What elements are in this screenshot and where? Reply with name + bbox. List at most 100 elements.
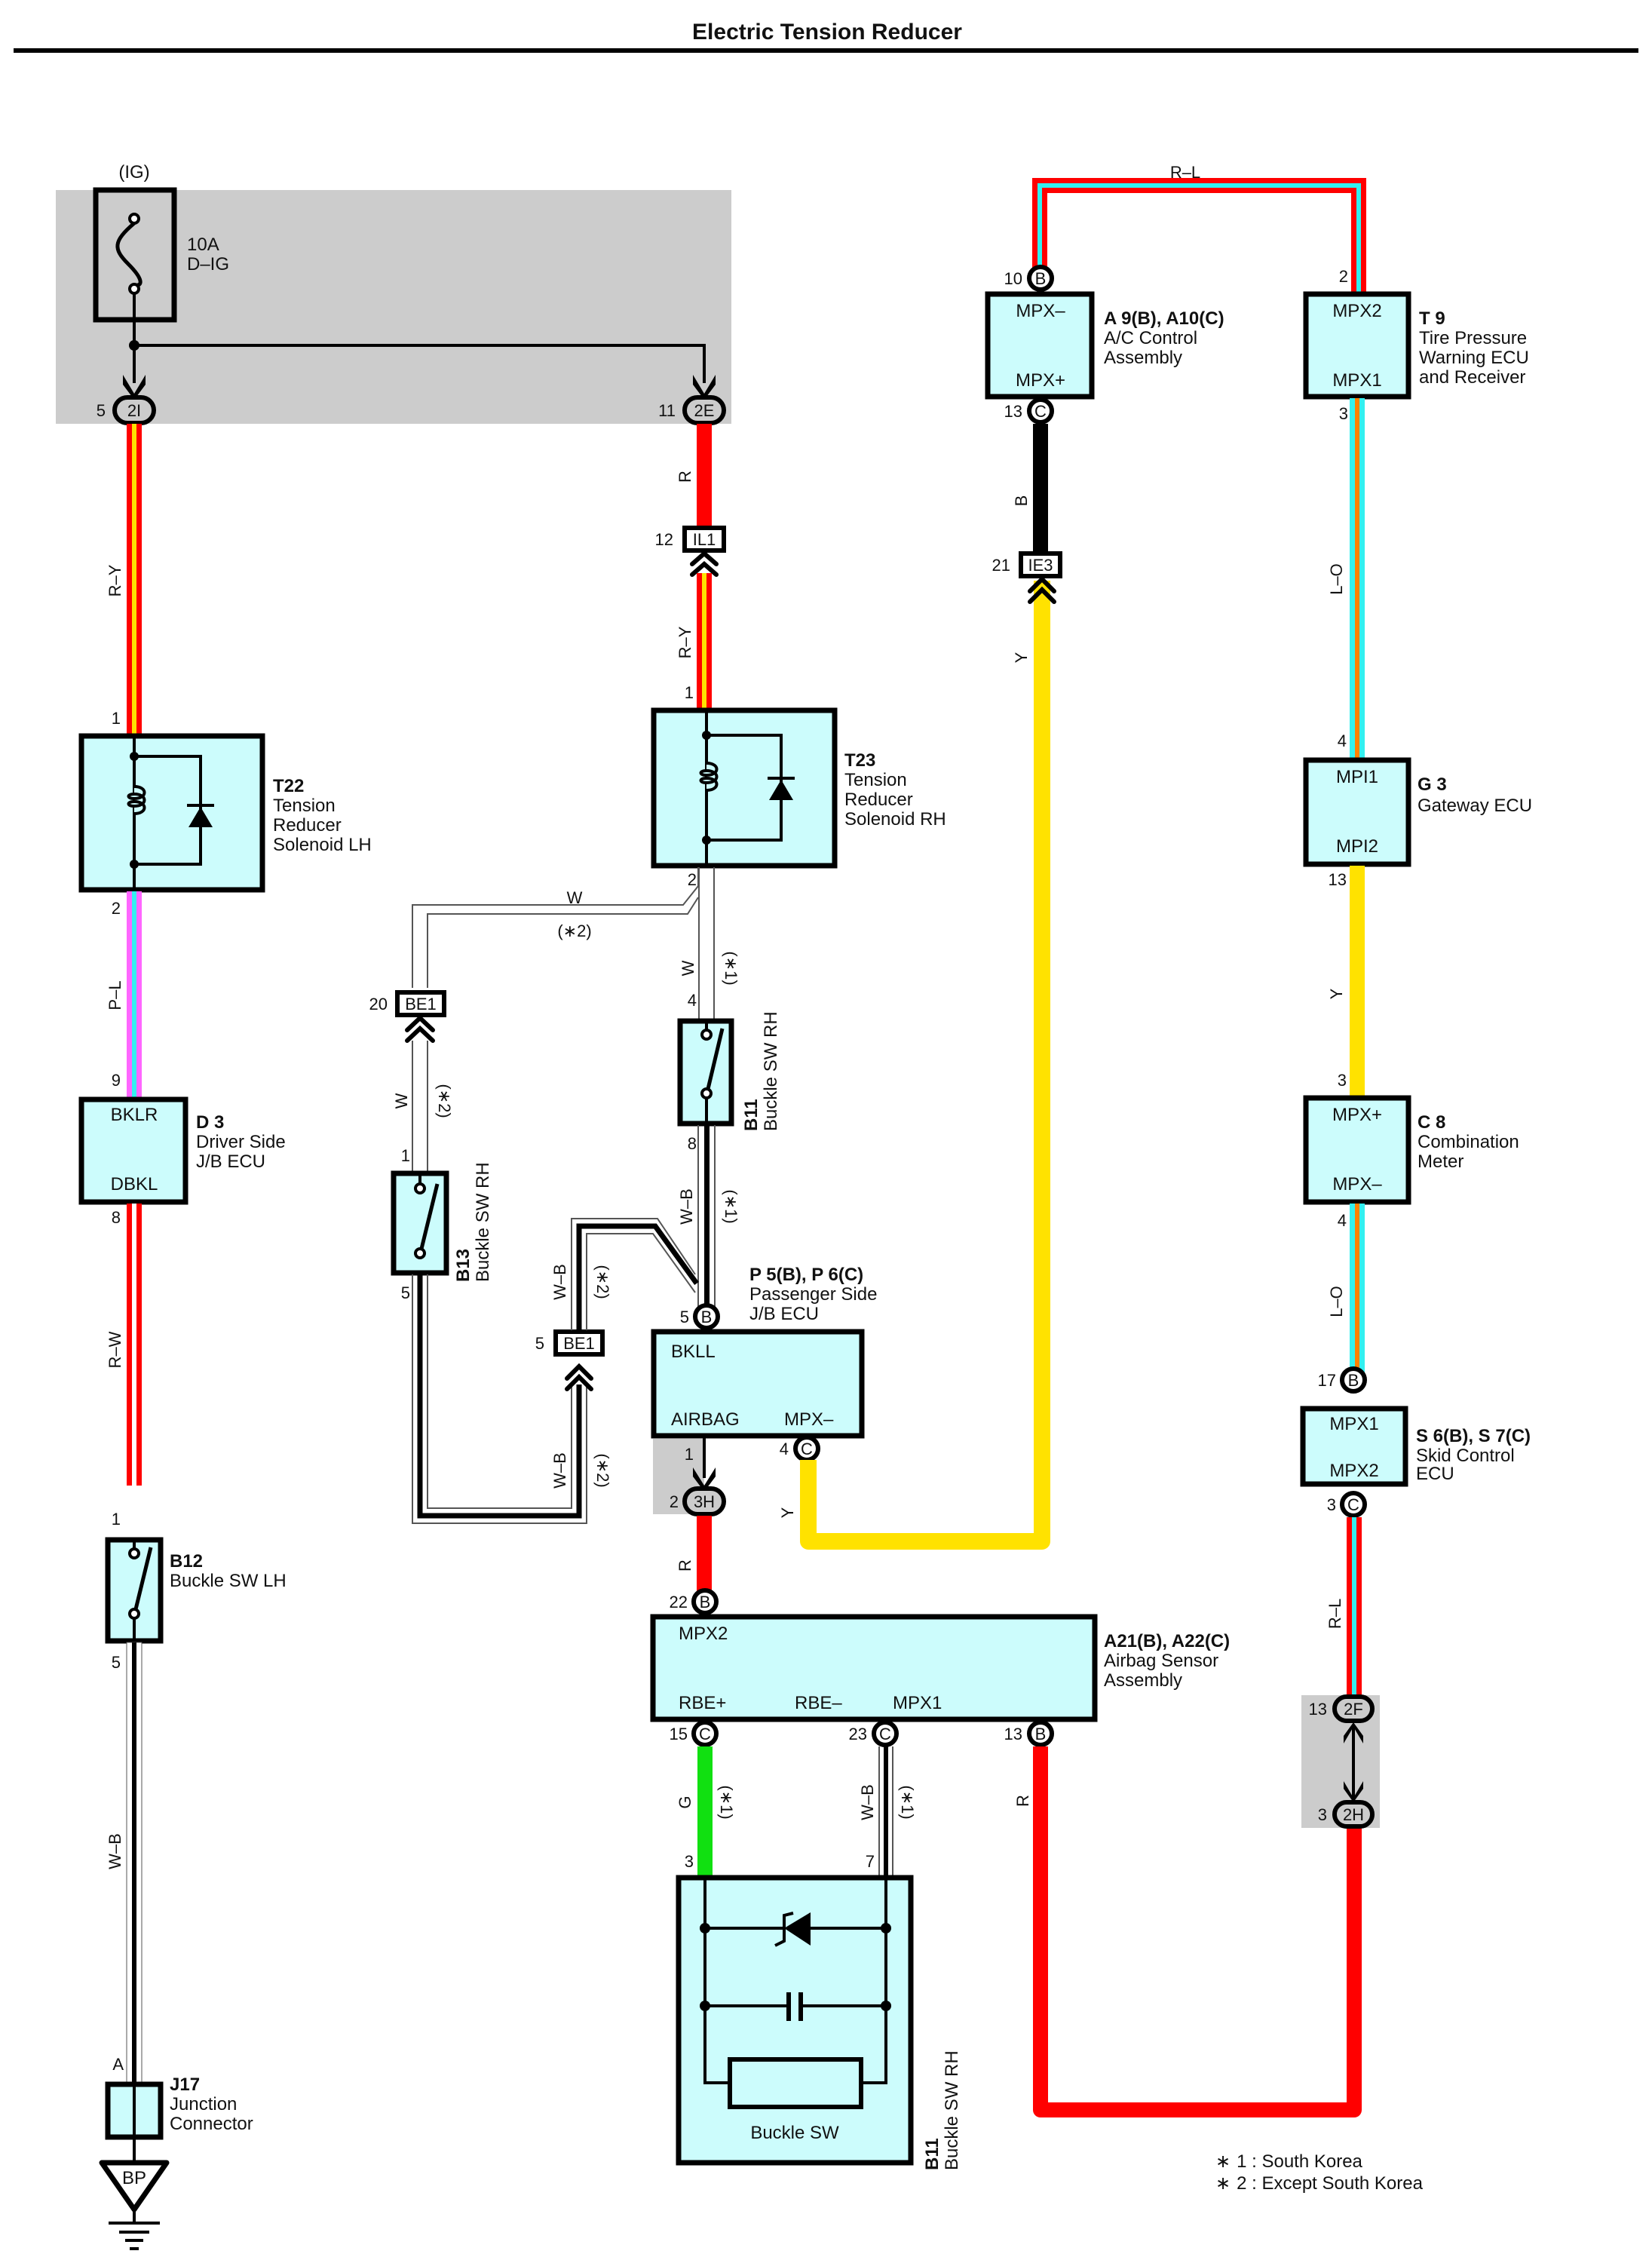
component-T9-tire-pressure-ecu[interactable]: MPX2 MPX1 [1303, 291, 1411, 400]
wire-note: (∗2) [593, 1265, 612, 1299]
connector-P5-pin-B[interactable]: B [693, 1303, 720, 1330]
connector-P6-pin-C[interactable]: C [793, 1435, 820, 1462]
svg-text:MPX–: MPX– [784, 1409, 834, 1430]
connector-3H[interactable]: 3H [682, 1486, 726, 1516]
connector-A22-pin-15[interactable]: C [691, 1720, 719, 1747]
component-name-line: Solenoid LH [273, 835, 372, 855]
component-name-line: Tension [273, 796, 336, 816]
wire-color-label: P–L [106, 980, 124, 1010]
pin-number: 23 [849, 1725, 867, 1743]
component-name-line: Reducer [844, 790, 913, 810]
svg-text:C: C [1347, 1495, 1359, 1514]
connector-A21-pin-B[interactable]: B [691, 1588, 719, 1615]
component-T22-solenoid[interactable] [78, 733, 265, 893]
wire-w-b-mid [697, 1125, 716, 1308]
pin-number: 1 [112, 1510, 121, 1529]
pin-number: 1 [401, 1146, 410, 1165]
component-B11-switch[interactable] [677, 1018, 734, 1127]
connector-A9-pin-B[interactable]: B [1027, 265, 1054, 292]
pin-number: 2 [1339, 267, 1348, 286]
connector-BE1-bottom[interactable]: BE1 [553, 1329, 605, 1357]
connector-2E[interactable]: 2E [682, 395, 726, 425]
connector-2H[interactable]: 2H [1332, 1800, 1375, 1829]
svg-text:MPI2: MPI2 [1336, 836, 1378, 857]
component-B13-switch[interactable] [391, 1170, 449, 1276]
svg-text:2I: 2I [127, 401, 141, 420]
pin-number: 20 [369, 995, 388, 1013]
component-id: C 8 [1418, 1112, 1445, 1133]
component-name: Buckle SW RH [473, 1162, 493, 1282]
component-name-line: Solenoid RH [844, 809, 946, 829]
component-P5-P6-ecu[interactable]: BKLL AIRBAG MPX– [651, 1329, 865, 1439]
pin-number: 1 [112, 709, 121, 728]
connector-A10-pin-C[interactable]: C [1027, 397, 1054, 425]
component-D3-ecu[interactable]: BKLR DBKL [78, 1096, 188, 1205]
wire-w-b-left [126, 1642, 143, 2084]
pin-number: 1 [685, 1445, 694, 1464]
component-A9-A10-ac-control[interactable]: MPX– MPX+ [985, 291, 1095, 400]
wire-color-label: W [567, 888, 583, 907]
pin-number: 4 [780, 1440, 789, 1458]
component-A21-A22-airbag-sensor[interactable]: MPX2 RBE+ RBE– MPX1 [650, 1614, 1098, 1722]
component-id: P 5(B), P 6(C) [749, 1265, 863, 1285]
connector-S7-pin-C[interactable]: C [1340, 1491, 1367, 1518]
connector-IE3[interactable]: IE3 [1019, 551, 1062, 578]
connector-2I[interactable]: 2I [112, 395, 156, 425]
connector-A21-pin-13[interactable]: B [1027, 1720, 1054, 1747]
svg-text:RBE–: RBE– [795, 1693, 842, 1713]
component-name-line: Tire Pressure [1419, 328, 1527, 348]
connector-S6-pin-B[interactable]: B [1340, 1366, 1367, 1394]
svg-text:3H: 3H [694, 1492, 715, 1511]
wire-color-label: W–B [106, 1833, 124, 1869]
component-J17-junction[interactable] [105, 2081, 164, 2161]
svg-text:C: C [1034, 402, 1047, 421]
component-name-line: Connector [170, 2114, 253, 2134]
pin-number: 1 [685, 683, 694, 702]
wire-color-label: W–B [550, 1452, 569, 1489]
pin-number: 15 [670, 1725, 688, 1743]
connector-A22-pin-23[interactable]: C [872, 1720, 899, 1747]
wire-r-l-right [1347, 1517, 1362, 1695]
wire-color-label: R–L [1170, 163, 1200, 182]
component-id: D 3 [196, 1112, 224, 1133]
component-name-line: Warning ECU [1419, 348, 1529, 368]
svg-text:MPX+: MPX+ [1016, 370, 1065, 391]
wire-color-label: W–B [677, 1188, 696, 1225]
component-id: S 6(B), S 7(C) [1416, 1426, 1531, 1446]
component-name-line: Airbag Sensor [1104, 1651, 1218, 1671]
wire-color-label: W–B [858, 1784, 877, 1820]
component-id: T22 [273, 776, 304, 796]
wire-color-label: G [676, 1795, 694, 1808]
wire-note: (∗1) [722, 951, 740, 985]
component-id: B13 [453, 1249, 474, 1282]
pin-number: 3 [1318, 1805, 1327, 1824]
chevron-up-icon [1028, 575, 1056, 604]
pin-number: 9 [112, 1071, 121, 1090]
component-name: Buckle SW RH [942, 2050, 962, 2170]
svg-text:DBKL: DBKL [111, 1174, 158, 1194]
component-T23-solenoid[interactable] [651, 707, 838, 869]
arrow-down-icon [693, 375, 716, 400]
component-B11-buckle-module[interactable]: Buckle SW [676, 1875, 914, 2166]
connector-BE1-top[interactable]: BE1 [395, 990, 446, 1017]
connector-2F[interactable]: 2F [1332, 1694, 1375, 1723]
wire-y-mpx [800, 581, 1050, 1550]
component-B12-switch[interactable] [105, 1537, 164, 1644]
pin-number: 4 [1338, 1211, 1347, 1230]
component-C8-combination-meter[interactable]: MPX+ MPX– [1303, 1095, 1411, 1205]
component-S6-S7-skid-control-ecu[interactable]: MPX1 MPX2 [1300, 1406, 1408, 1487]
svg-text:C: C [801, 1440, 813, 1458]
footnotes: ∗1 : South Korea ∗2 : Except South Korea [1215, 2151, 1424, 2194]
wire-b [1033, 424, 1048, 555]
diode-icon [768, 777, 795, 800]
component-name-line: A/C Control [1104, 328, 1197, 348]
svg-text:2E: 2E [694, 401, 715, 420]
pin-number: 13 [1329, 870, 1347, 889]
svg-text:B: B [701, 1308, 713, 1326]
pin-number: 11 [658, 401, 676, 420]
connector-IL1[interactable]: IL1 [682, 526, 726, 553]
wire-g [697, 1746, 713, 1876]
pin-number: 13 [1309, 1700, 1327, 1719]
component-G3-gateway-ecu[interactable]: MPI1 MPI2 [1303, 757, 1411, 867]
bidirectional-arrow-icon [1344, 1722, 1363, 1802]
